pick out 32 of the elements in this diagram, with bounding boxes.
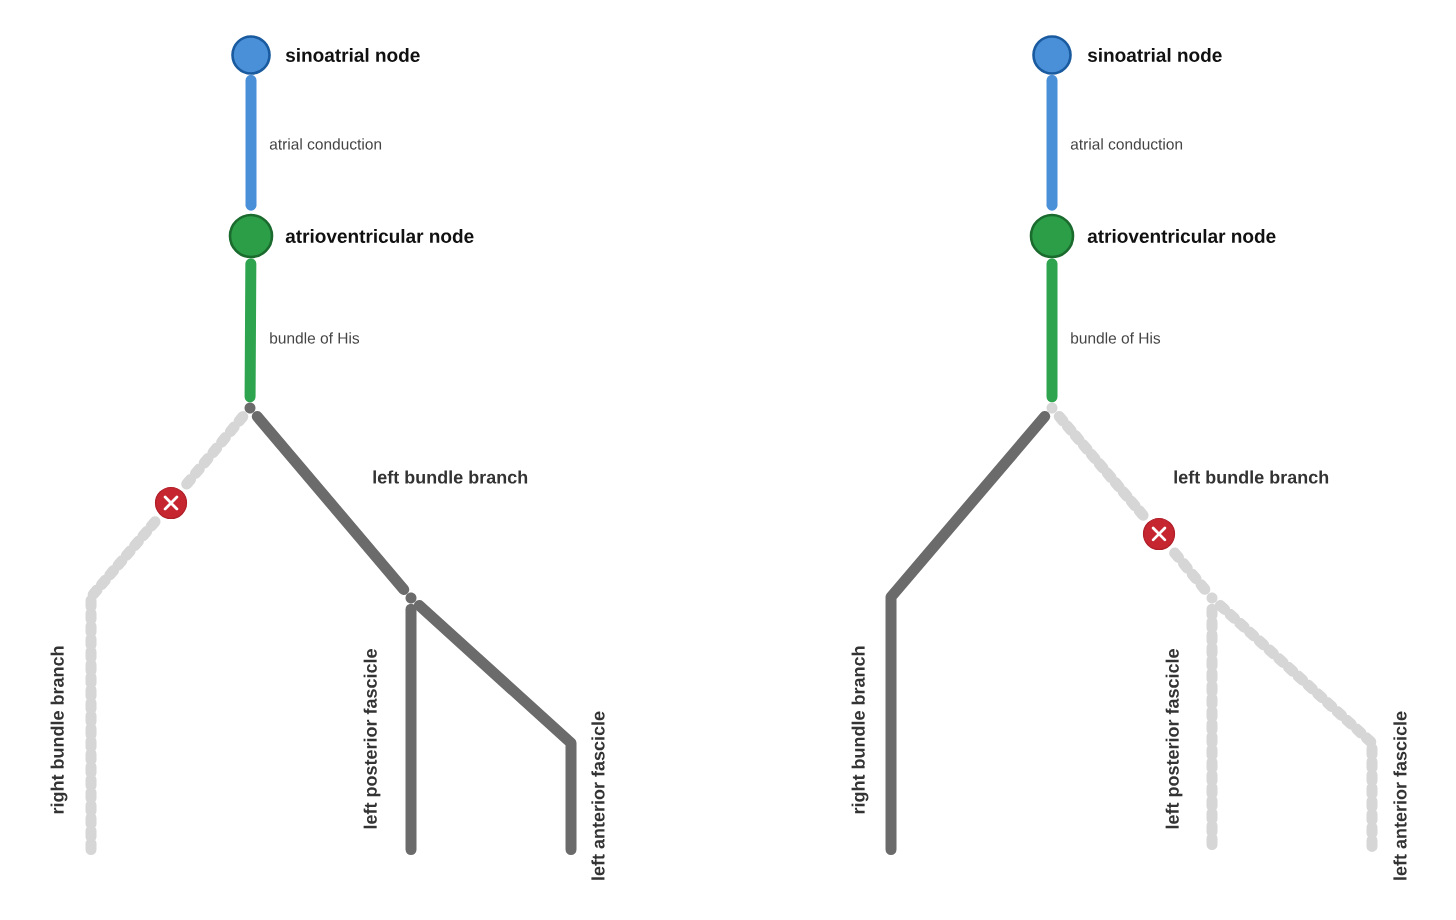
node-label: sinoatrial node [285, 48, 420, 62]
node-label: atrioventricular node [1087, 229, 1276, 243]
pathway-line [1046, 74, 1058, 211]
pathway-line [244, 258, 257, 403]
cross-marker [1142, 517, 1176, 551]
pathway-line [413, 600, 577, 855]
dashed-line [1214, 600, 1378, 852]
edge-label: left posterior fascicle [363, 649, 381, 829]
dashed-line [85, 516, 161, 855]
dashed-line [1206, 603, 1218, 850]
edge-label: left anterior fascicle [591, 711, 605, 880]
edge-label: atrial conduction [1070, 138, 1183, 150]
cross-marker [154, 486, 188, 520]
dashed-line [1169, 547, 1211, 595]
edge-label: left anterior fascicle [1393, 711, 1407, 880]
edge-label: left bundle branch [373, 470, 528, 484]
node-label: sinoatrial node [1087, 48, 1222, 62]
pathway-line [1046, 258, 1058, 403]
edge-label: right bundle branch [50, 646, 68, 814]
node-label: atrioventricular node [285, 229, 474, 243]
dashed-line [1053, 411, 1149, 521]
edge-label: atrial conduction [269, 138, 382, 150]
pathway-line [405, 603, 417, 855]
edge-label: left posterior fascicle [1165, 649, 1183, 829]
edge-label: bundle of His [270, 332, 360, 344]
edge-label: bundle of His [1071, 332, 1161, 344]
edge-label: left bundle branch [1174, 470, 1329, 484]
pathway-line [251, 411, 410, 595]
pathway-line [245, 74, 257, 211]
edge-label: right bundle branch [851, 646, 869, 814]
pathway-line [885, 411, 1051, 855]
dashed-line [181, 411, 249, 490]
